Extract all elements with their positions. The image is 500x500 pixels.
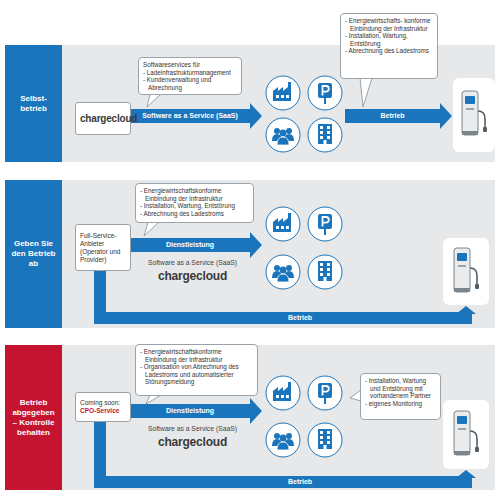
arrow-label: Betrieb bbox=[250, 313, 350, 323]
building-icon bbox=[308, 255, 342, 289]
node-text: - Kundenverwaltung und Abrechnung bbox=[143, 76, 237, 91]
callout-tail bbox=[146, 395, 161, 404]
arrow-label: Dienstleistung bbox=[130, 240, 250, 250]
service-arrow bbox=[130, 232, 262, 258]
node-text: - Abrechnung des Ladestroms bbox=[140, 210, 249, 218]
charger-symbol bbox=[462, 91, 487, 135]
callout-tail bbox=[147, 94, 161, 107]
operation-arrow bbox=[345, 103, 452, 129]
factory-icon bbox=[266, 207, 300, 241]
callout-box: - Energiewirtschafts- konforme Einbindun… bbox=[340, 13, 438, 79]
callout-box: - Energiewirtschaftskonforme Einbindung … bbox=[135, 344, 258, 396]
row-label: Selbst- betrieb bbox=[5, 45, 62, 162]
arrow-label: Betrieb bbox=[345, 111, 440, 121]
node-text: - Abrechnung des Ladestroms bbox=[345, 47, 433, 55]
node-text: Selbst- betrieb bbox=[10, 94, 57, 114]
callout-box: Softwareservices für- Ladeinfrastrukturm… bbox=[138, 57, 242, 95]
callout-box: - Installation, Wartung und Entstörung m… bbox=[360, 373, 441, 420]
people-icon bbox=[266, 423, 300, 457]
node-text: - Energiewirtschafts- konforme Einbindun… bbox=[345, 17, 433, 32]
node-text: - Ladeinfrastrukturmanagement bbox=[143, 69, 237, 77]
charger-symbol bbox=[454, 248, 479, 292]
service-label: Software as a Service (SaaS) bbox=[130, 258, 255, 267]
parking-icon bbox=[308, 76, 342, 110]
node-text: Betrieb abgegeben – Kontrolle behalten bbox=[10, 398, 57, 438]
node-text: - Organisation von Abrechnung des Ladest… bbox=[140, 363, 253, 386]
callout-tail bbox=[144, 222, 159, 236]
node-text: Geben Sie den Betrieb ab bbox=[10, 239, 57, 269]
factory-icon bbox=[266, 76, 300, 110]
node-text: Full-Service- Anbieter (Operator und Pro… bbox=[80, 232, 126, 264]
factory-icon bbox=[266, 376, 300, 410]
row-label: Betrieb abgegeben – Kontrolle behalten bbox=[5, 345, 62, 490]
charger-frame bbox=[443, 400, 489, 469]
node-text: - Installation, Wartung, Entstörung bbox=[345, 32, 433, 47]
node-text: Softwareservices für bbox=[143, 61, 237, 69]
arrow-label: Software as a Service (SaaS) bbox=[130, 111, 250, 121]
node-text: - eigenes Monitoring bbox=[365, 400, 436, 408]
node-text: chargecloud bbox=[80, 115, 126, 123]
brand-logo: chargecloud bbox=[150, 435, 235, 449]
people-icon bbox=[266, 255, 300, 289]
charger-frame bbox=[453, 78, 495, 152]
operation-arrow bbox=[100, 422, 476, 482]
node-text: CPO-Service bbox=[80, 407, 126, 415]
charger-symbol bbox=[454, 411, 479, 455]
brand-logo: chargecloud bbox=[150, 269, 235, 283]
arrow-label: Dienstleistung bbox=[130, 406, 250, 416]
row-label: Geben Sie den Betrieb ab bbox=[5, 180, 62, 328]
building-icon bbox=[308, 423, 342, 457]
service-arrow bbox=[130, 103, 262, 129]
service-label: Software as a Service (SaaS) bbox=[130, 424, 255, 433]
node-text: - Installation, Wartung und Entstörung m… bbox=[365, 377, 436, 400]
node-text: - Energiewirtschaftskonforme Einbindung … bbox=[140, 187, 249, 202]
arrow-label: Betrieb bbox=[250, 477, 350, 487]
parking-icon bbox=[308, 376, 342, 410]
node-text: - Energiewirtschaftskonforme Einbindung … bbox=[140, 348, 253, 363]
parking-icon bbox=[308, 207, 342, 241]
building-icon bbox=[308, 118, 342, 152]
callout-box: - Energiewirtschaftskonforme Einbindung … bbox=[135, 183, 254, 223]
logo-box: chargecloud bbox=[75, 102, 131, 135]
callout-tail bbox=[360, 78, 372, 107]
node-text: Coming soon: bbox=[80, 399, 126, 407]
provider-box: Coming soon:CPO-Service bbox=[75, 392, 131, 422]
charger-frame bbox=[443, 238, 489, 305]
node-text: - Installation, Wartung, Entstörung bbox=[140, 202, 249, 210]
provider-box: Full-Service- Anbieter (Operator und Pro… bbox=[75, 224, 131, 271]
people-icon bbox=[266, 118, 300, 152]
